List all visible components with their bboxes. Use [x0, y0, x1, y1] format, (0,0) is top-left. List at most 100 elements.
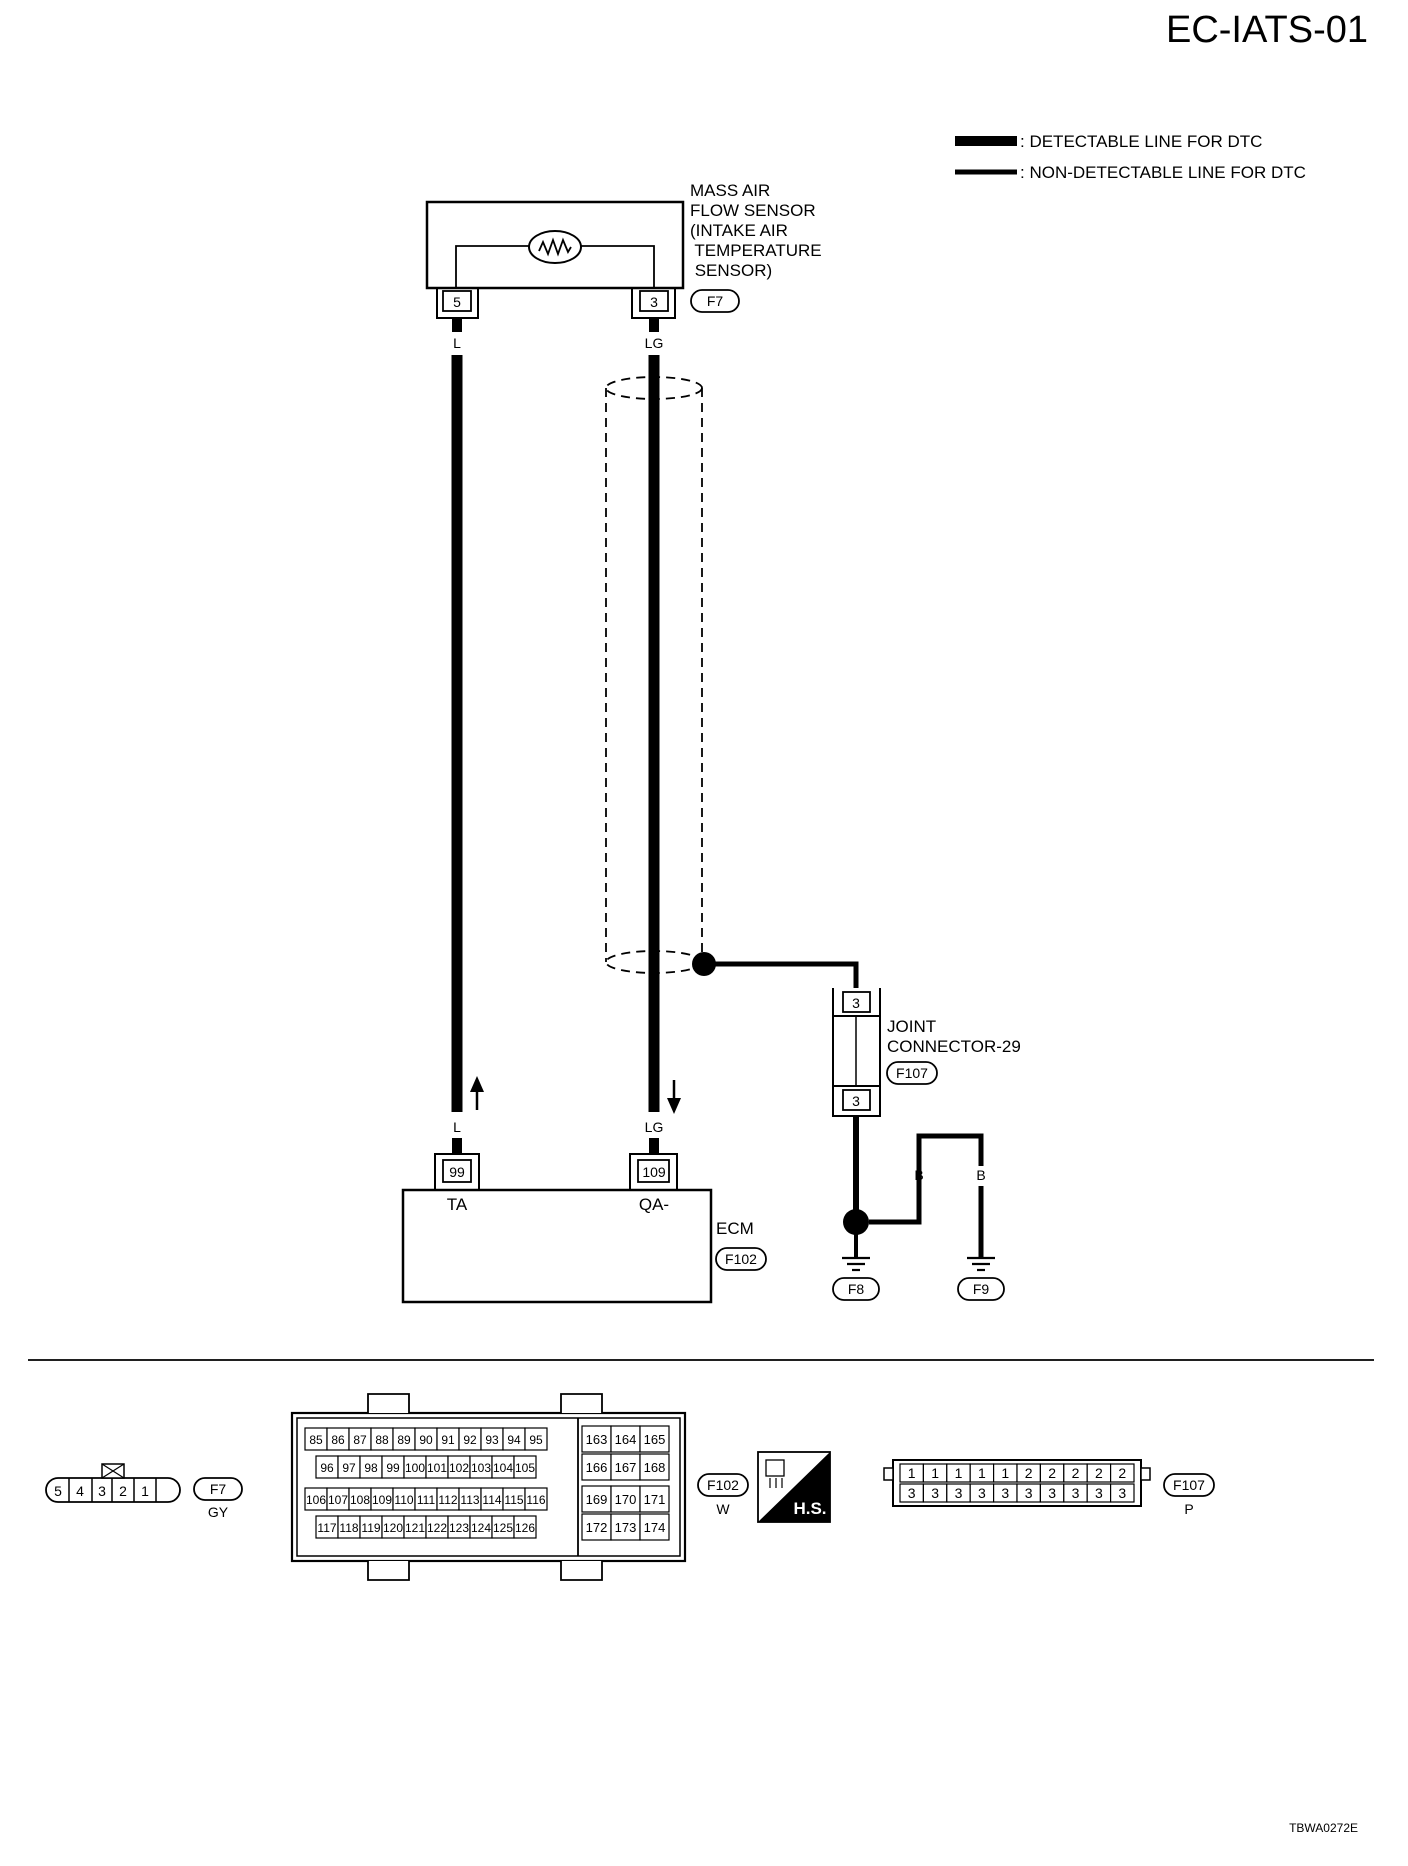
f102-pin: 121	[403, 1515, 427, 1539]
f102-pin: 126	[513, 1515, 537, 1539]
figure-code: TBWA0272E	[1289, 1821, 1358, 1835]
f107-pin: 2	[1086, 1463, 1112, 1483]
f102-pin: 108	[348, 1487, 372, 1511]
joint-connector: 3 3	[832, 988, 881, 1117]
f107-pin: 1	[969, 1463, 995, 1483]
sensor-pin-5-label: 5	[453, 294, 461, 310]
hs-badge-text: H.S.	[793, 1499, 826, 1518]
f107-pin-label: 2	[1048, 1465, 1056, 1481]
f102-pin: 106	[304, 1487, 328, 1511]
f102-pin: 169	[581, 1485, 612, 1513]
f102-pin: 89	[392, 1427, 416, 1451]
f102-pin: 114	[480, 1487, 504, 1511]
connector-f7-view: 5 4 3 2 1 F7 GY	[45, 1463, 243, 1520]
f102-pin-label: 92	[463, 1433, 477, 1447]
f107-pin: 3	[1016, 1483, 1041, 1503]
f102-view-color: W	[716, 1501, 730, 1517]
arrow-down-icon	[667, 1080, 681, 1114]
f102-pin: 168	[639, 1453, 670, 1481]
wire-color-label-b-right: B	[976, 1167, 985, 1183]
f102-pin: 102	[447, 1455, 471, 1479]
f102-pin: 99	[381, 1455, 405, 1479]
f102-pin: 164	[610, 1425, 641, 1453]
f102-view-id: F102	[707, 1477, 739, 1493]
f102-pin: 113	[458, 1487, 482, 1511]
f7-pin: 3	[98, 1483, 106, 1499]
sensor-pin-3: 3	[631, 288, 676, 319]
joint-name-line: CONNECTOR-29	[887, 1037, 1021, 1056]
f102-pin-label: 91	[441, 1433, 455, 1447]
f107-pin-label: 3	[978, 1485, 986, 1501]
wire-color-label-left-top: L	[453, 335, 461, 351]
ecm-box	[401, 1188, 713, 1304]
f102-pin: 87	[348, 1427, 372, 1451]
f102-pin-label: 106	[306, 1493, 326, 1507]
sensor-name-line: TEMPERATURE	[690, 241, 822, 260]
f102-pin-label: 117	[317, 1521, 336, 1535]
f107-pin-label: 2	[1095, 1465, 1103, 1481]
f102-pin-label: 112	[438, 1493, 457, 1507]
f102-pin-label: 99	[386, 1461, 400, 1475]
f107-pin: 3	[992, 1483, 1018, 1503]
joint-pin-top-label: 3	[852, 995, 860, 1011]
f102-pin-label: 97	[342, 1461, 356, 1475]
arrow-up-icon	[470, 1076, 484, 1110]
f102-pin-label: 125	[493, 1521, 513, 1535]
f102-pin-label: 169	[586, 1492, 608, 1507]
ecm-connector-id: F102	[715, 1247, 767, 1271]
ground-f9-id-text: F9	[973, 1281, 990, 1297]
f102-pin-label: 126	[515, 1521, 535, 1535]
ecm-terminal-ta: TA	[447, 1195, 468, 1214]
f102-pin-label: 98	[364, 1461, 378, 1475]
f107-pin: 3	[969, 1483, 995, 1503]
wire-color-label-right-top: LG	[645, 335, 664, 351]
f102-pin: 109	[370, 1487, 394, 1511]
f102-pin-label: 102	[449, 1461, 469, 1475]
f107-pin-label: 1	[955, 1465, 963, 1481]
f107-pin-label: 3	[1095, 1485, 1103, 1501]
ecm-pin-99: 99	[434, 1153, 480, 1190]
f107-pin-label: 3	[908, 1485, 916, 1501]
joint-pin-bottom-label: 3	[852, 1093, 860, 1109]
f102-pin-label: 116	[526, 1493, 545, 1507]
f107-pin-label: 2	[1118, 1465, 1126, 1481]
f107-pin-label: 2	[1025, 1465, 1033, 1481]
f102-pin: 105	[513, 1455, 537, 1479]
f102-pin-label: 89	[397, 1433, 411, 1447]
f107-pin-label: 1	[978, 1465, 986, 1481]
sensor-name-line: SENSOR)	[690, 261, 772, 280]
sensor-pin-5: 5	[436, 288, 479, 319]
f102-pin: 166	[581, 1453, 612, 1481]
ground-f8-id-text: F8	[848, 1281, 865, 1297]
f102-pin-label: 85	[309, 1433, 323, 1447]
f102-pin: 116	[524, 1487, 548, 1511]
f102-pin: 100	[403, 1455, 427, 1479]
f107-view-label: F107 P	[1163, 1473, 1215, 1517]
f102-pin-label: 100	[405, 1461, 425, 1475]
f102-pin-label: 114	[482, 1493, 501, 1507]
f107-pin-label: 3	[1048, 1485, 1056, 1501]
f102-pin: 88	[370, 1427, 394, 1451]
legend-non-detectable-text: : NON-DETECTABLE LINE FOR DTC	[1020, 163, 1306, 182]
f102-pin: 118	[337, 1515, 361, 1539]
f102-pin: 167	[610, 1453, 641, 1481]
wire-stub-right-bottom	[649, 1138, 659, 1154]
f102-pin: 115	[502, 1487, 526, 1511]
f107-pin-label: 3	[1072, 1485, 1080, 1501]
page-title: EC-IATS-01	[1166, 9, 1368, 51]
f107-pin: 3	[1109, 1483, 1135, 1503]
ground-f8-icon	[842, 1256, 870, 1272]
sensor-connector-id: F7	[690, 289, 740, 313]
ecm-pin-109: 109	[629, 1153, 678, 1190]
f7-pin: 2	[119, 1483, 127, 1499]
f107-pin: 2	[1016, 1463, 1041, 1483]
f102-pin: 93	[480, 1427, 504, 1451]
f107-pin: 3	[1039, 1483, 1065, 1503]
f102-pin: 104	[491, 1455, 515, 1479]
f102-pin-label: 90	[419, 1433, 433, 1447]
wire-ground-b-link	[916, 1133, 984, 1166]
legend-detectable-text: : DETECTABLE LINE FOR DTC	[1020, 132, 1262, 151]
f102-pin-label: 93	[485, 1433, 499, 1447]
